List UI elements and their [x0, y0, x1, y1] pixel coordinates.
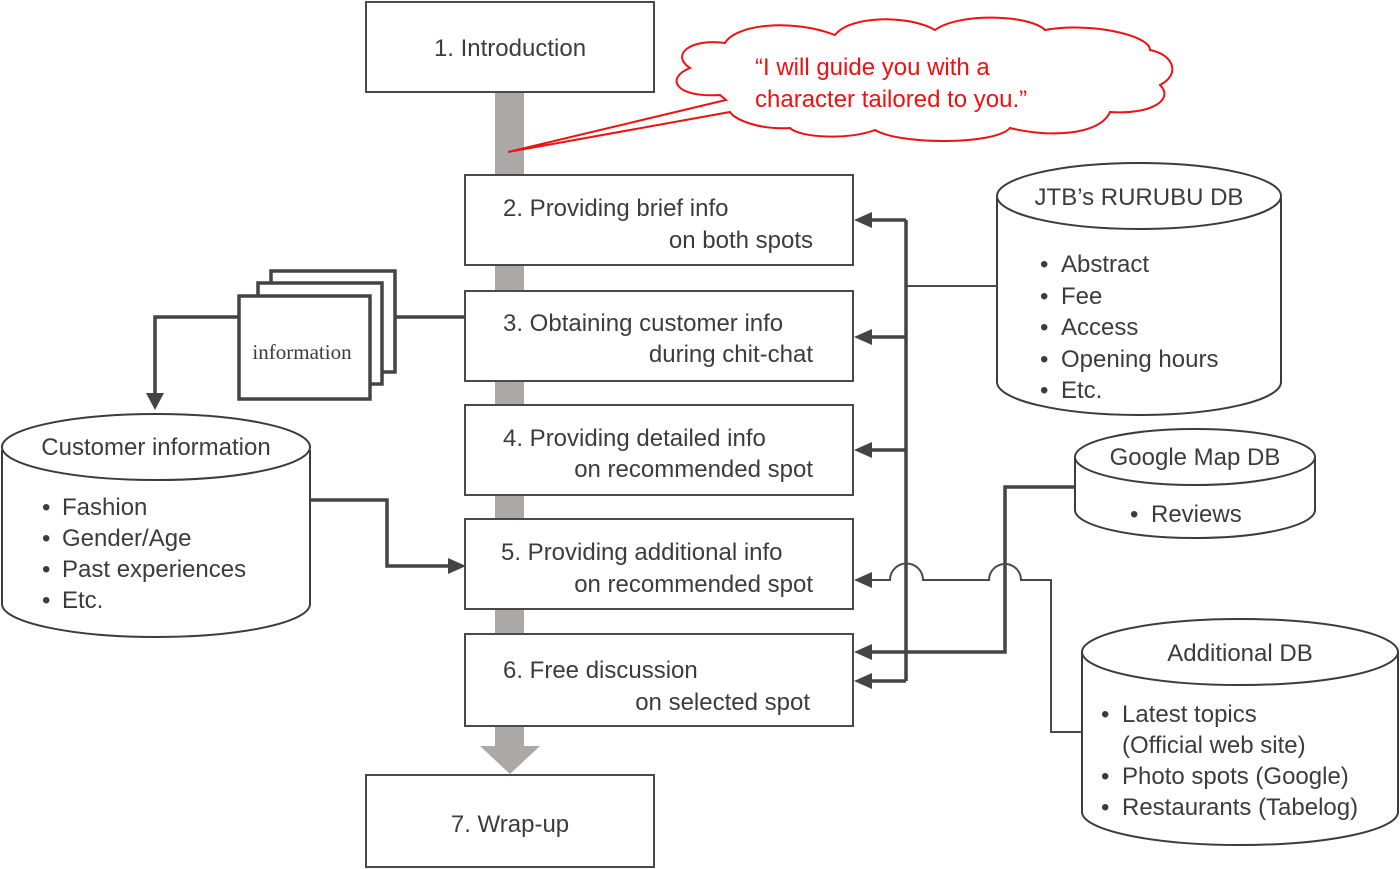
additional-db-item: Photo spots (Google) — [1122, 763, 1349, 790]
google-map-db: Google Map DB • Reviews — [1074, 428, 1316, 539]
speech-bubble-line2: character tailored to you.” — [755, 86, 1027, 113]
step-4-line2: on recommended spot — [574, 456, 813, 483]
rurubu-db-item: Access — [1061, 314, 1138, 341]
connector-customer-db-step5 — [310, 498, 450, 568]
customer-db-item: Gender/Age — [62, 525, 191, 552]
step-3-line2: during chit-chat — [649, 341, 813, 368]
step-4-line1: 4. Providing detailed info — [503, 425, 766, 452]
step-3-customer-info: 3. Obtaining customer info during chit-c… — [464, 290, 854, 382]
rurubu-db-item: Etc. — [1061, 377, 1102, 404]
customer-db-item: Fashion — [62, 494, 147, 521]
customer-db-bullet: • — [42, 494, 50, 521]
arrowhead-to-step6-google — [854, 644, 872, 660]
google-map-db-title: Google Map DB — [1110, 444, 1281, 471]
step-5-line2: on recommended spot — [574, 571, 813, 598]
arrowhead-to-step3 — [854, 329, 872, 345]
step-7-wrap-up: 7. Wrap-up — [365, 774, 655, 868]
additional-db-title: Additional DB — [1167, 640, 1312, 667]
rurubu-db-item: Abstract — [1061, 251, 1149, 278]
rurubu-db-bullet: • — [1040, 314, 1048, 341]
additional-db: Additional DB • Latest topics (Official … — [1081, 618, 1399, 846]
step-5-line1: 5. Providing additional info — [501, 539, 783, 566]
arrowhead-to-step5-left — [448, 558, 466, 574]
customer-db-item: Etc. — [62, 587, 103, 614]
information-label: information — [252, 340, 352, 364]
customer-db-bullet: • — [42, 556, 50, 583]
customer-information-db: Customer information • Fashion • Gender/… — [1, 413, 311, 638]
additional-db-item: (Official web site) — [1122, 732, 1306, 759]
arrowhead-to-step6-rurubu — [854, 673, 872, 689]
arrowhead-to-customer-db — [146, 393, 164, 410]
step-3-line1: 3. Obtaining customer info — [503, 310, 783, 337]
step-5-additional-info: 5. Providing additional info on recommen… — [464, 518, 854, 610]
google-map-db-item: Reviews — [1151, 501, 1242, 528]
rurubu-db-bullet: • — [1040, 283, 1048, 310]
arrowhead-to-step5-right — [854, 572, 872, 588]
additional-db-bullet: • — [1101, 763, 1109, 790]
additional-db-item: Latest topics — [1122, 701, 1257, 728]
step-6-line1: 6. Free discussion — [503, 657, 698, 684]
step-2-brief-info: 2. Providing brief info on both spots — [464, 174, 854, 266]
step-6-free-discussion: 6. Free discussion on selected spot — [464, 633, 854, 727]
rurubu-db-bullet: • — [1040, 251, 1048, 278]
speech-bubble: “I will guide you with a character tailo… — [507, 16, 1174, 153]
step-4-detailed-info: 4. Providing detailed info on recommende… — [464, 404, 854, 496]
connector-additional-db-step5 — [866, 562, 1082, 733]
step-1-introduction: 1. Introduction — [365, 1, 655, 93]
information-documents: information — [237, 269, 397, 401]
step-2-line1: 2. Providing brief info — [503, 195, 728, 222]
connector-google-map-step6 — [866, 485, 1075, 654]
additional-db-bullet: • — [1101, 701, 1109, 728]
additional-db-item: Restaurants (Tabelog) — [1122, 794, 1358, 821]
flow-arrowhead — [480, 746, 540, 774]
step-2-line2: on both spots — [669, 227, 813, 254]
additional-db-bullet: • — [1101, 794, 1109, 821]
speech-bubble-line1: “I will guide you with a — [755, 54, 990, 81]
customer-db-bullet: • — [42, 587, 50, 614]
step-1-label: 1. Introduction — [434, 35, 586, 62]
customer-db-bullet: • — [42, 525, 50, 552]
rurubu-db-title: JTB’s RURUBU DB — [1035, 184, 1244, 211]
google-map-db-bullet: • — [1130, 501, 1138, 528]
rurubu-db-bullet: • — [1040, 346, 1048, 373]
arrowhead-to-step2 — [854, 212, 872, 228]
connector-documents-customer-db — [153, 315, 239, 395]
step-7-label: 7. Wrap-up — [451, 811, 569, 838]
rurubu-db-item: Fee — [1061, 283, 1102, 310]
customer-db-item: Past experiences — [62, 556, 246, 583]
rurubu-db-bullet: • — [1040, 377, 1048, 404]
rurubu-db: JTB’s RURUBU DB • Abstract • Fee • Acces… — [996, 162, 1282, 416]
rurubu-db-item: Opening hours — [1061, 346, 1218, 373]
customer-db-title: Customer information — [41, 434, 270, 461]
arrowhead-to-step4 — [854, 442, 872, 458]
speech-bubble-cloud — [507, 16, 1174, 153]
step-6-line2: on selected spot — [635, 689, 810, 716]
